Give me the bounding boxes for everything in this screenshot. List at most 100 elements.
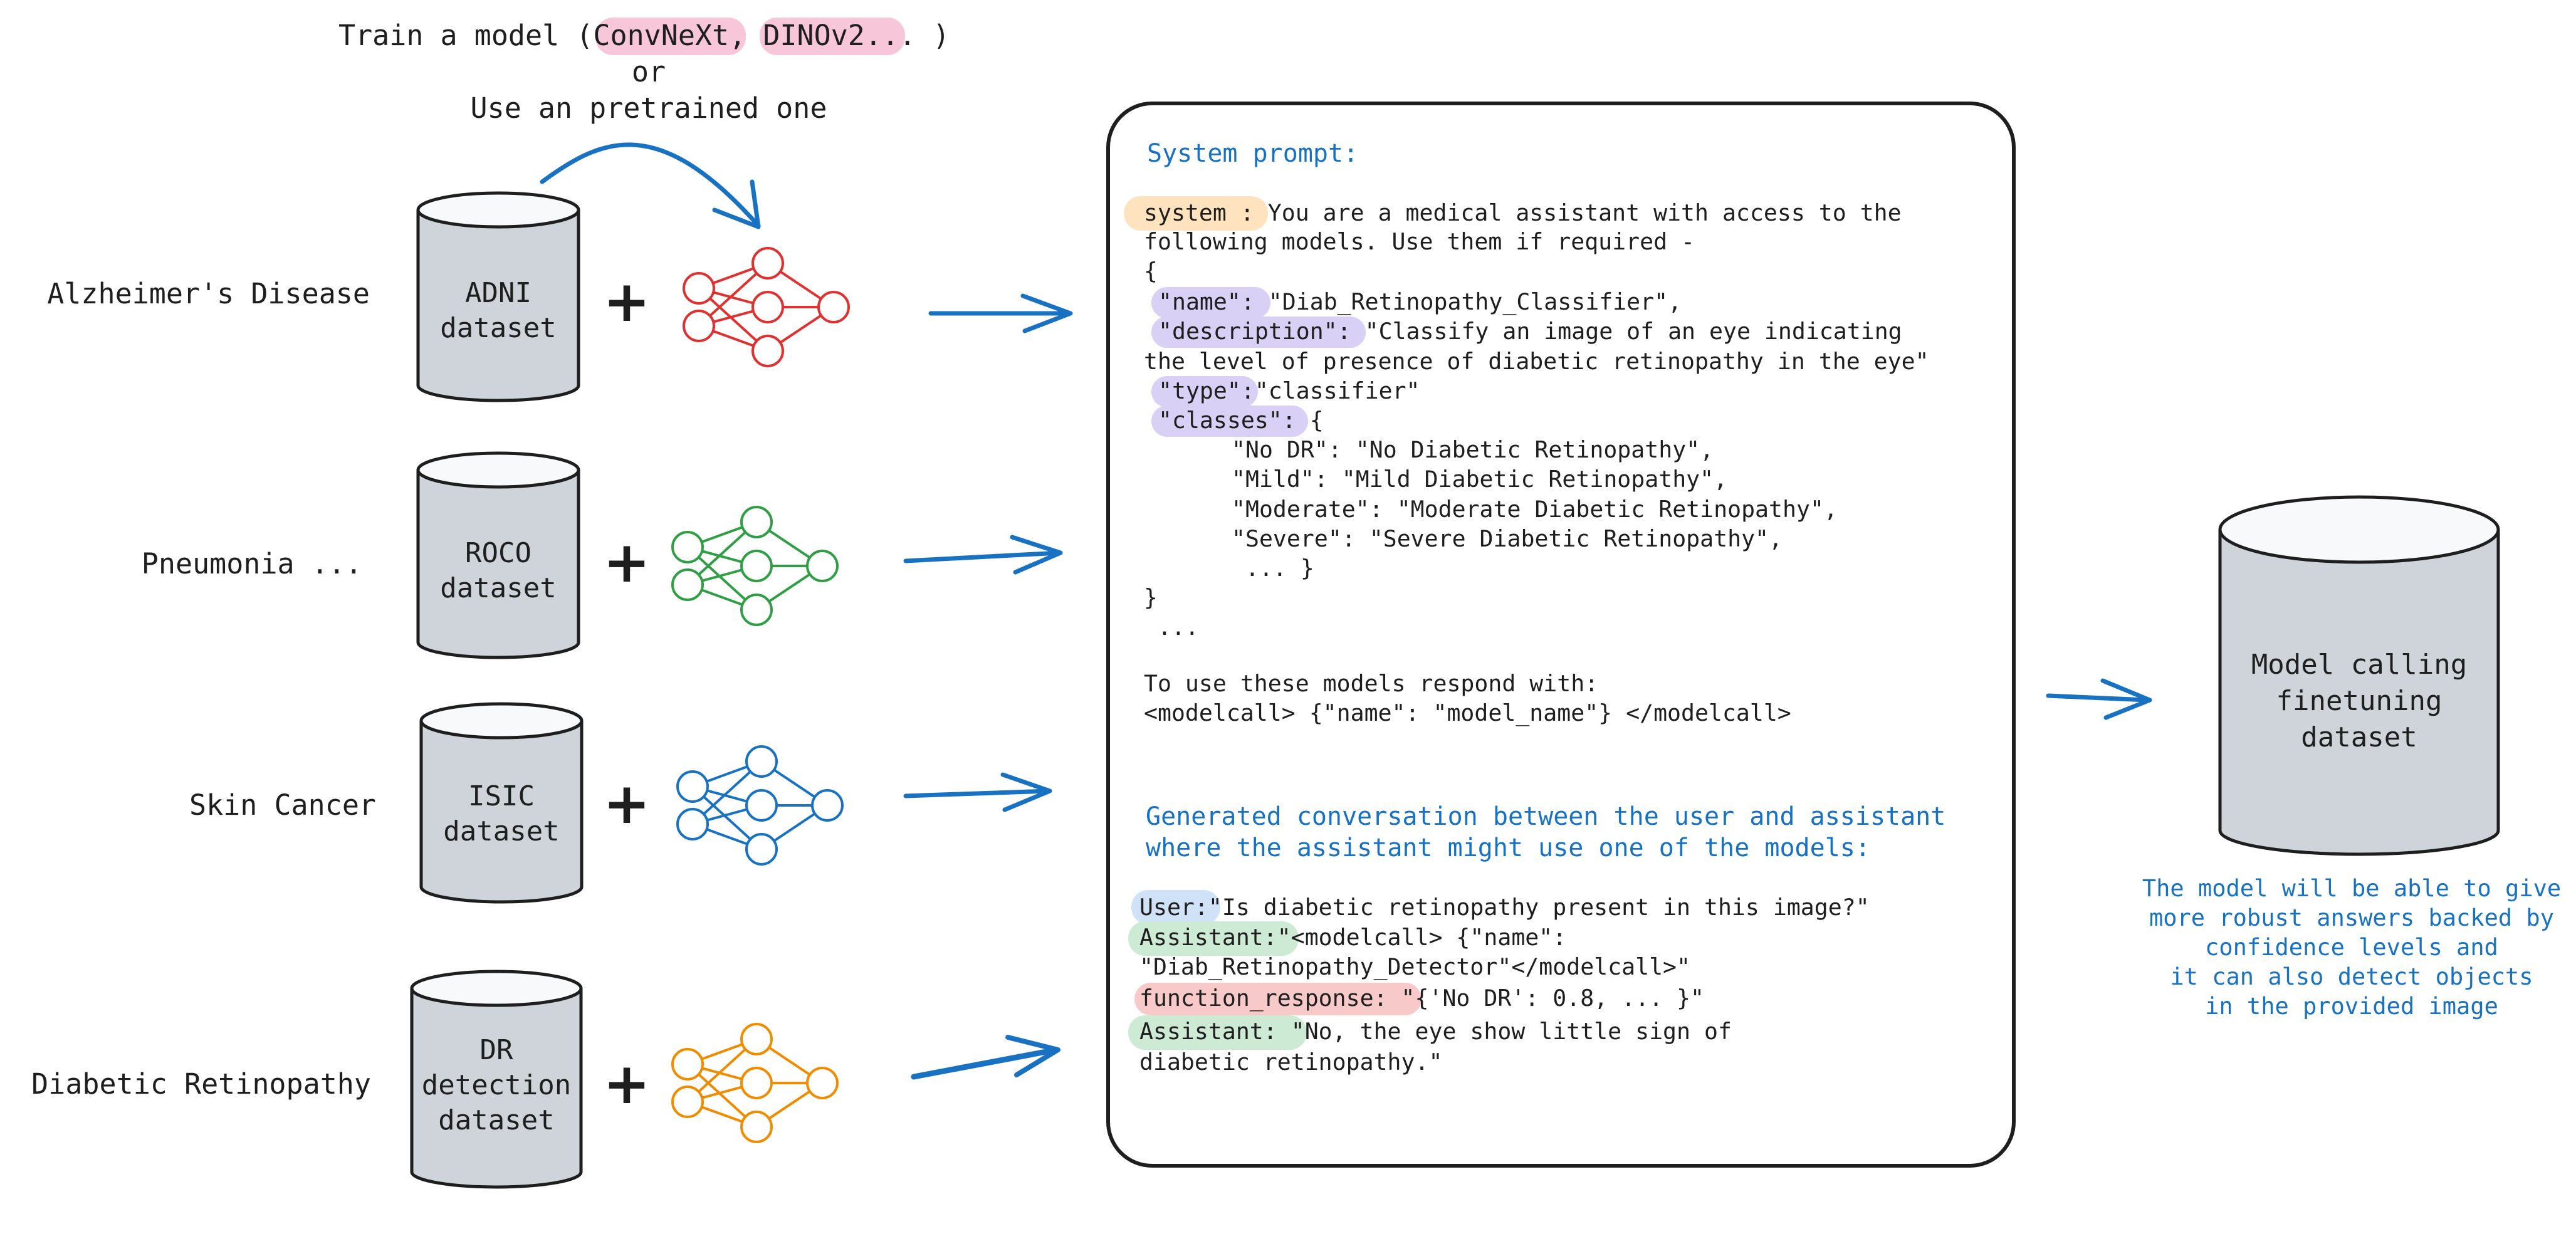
net-node bbox=[745, 833, 778, 866]
prompt-line-system: system : You are a medical assistant wit… bbox=[1144, 199, 1902, 226]
prompt-class-no-dr: "No DR": "No Diabetic Retinopathy", bbox=[1232, 436, 1714, 463]
arrow-row-1-head bbox=[1020, 293, 1073, 333]
plus-sign-2: + bbox=[603, 530, 650, 595]
highlight-description-key bbox=[1151, 317, 1366, 348]
prompt-line-name: "name": "Diab_Retinopathy_Classifier", bbox=[1158, 288, 1682, 316]
conversation-assistant-1: Assistant:"<modelcall> {"name": bbox=[1139, 924, 1566, 951]
conversation-assistant-1-cont: "Diab_Retinopathy_Detector"</modelcall>" bbox=[1139, 953, 1690, 981]
net-node bbox=[740, 1067, 773, 1099]
system-prompt-heading: System prompt: bbox=[1147, 139, 1358, 168]
net-node bbox=[671, 1086, 704, 1118]
prompt-open-brace: { bbox=[1144, 258, 1158, 285]
arrow-row-2-head bbox=[1010, 535, 1063, 575]
output-dataset-cylinder: Model calling finetuning dataset bbox=[2218, 495, 2500, 856]
dataset-label-isic-1: ISIC bbox=[468, 780, 535, 812]
output-dataset-label-3: dataset bbox=[2301, 721, 2417, 753]
train-arrow bbox=[540, 142, 761, 228]
dataset-label-adni-1: ADNI bbox=[465, 277, 531, 309]
highlight-system bbox=[1124, 196, 1268, 231]
train-arrow-head bbox=[712, 179, 761, 229]
dataset-rows: Alzheimer's Disease ADNI dataset + Pneum… bbox=[31, 191, 1073, 1189]
header-line-2: or bbox=[632, 55, 666, 88]
model-convnext: ConvNeXt bbox=[593, 19, 729, 52]
neural-net-icon-blue bbox=[676, 745, 844, 866]
prompt-class-moderate: "Moderate": "Moderate Diabetic Retinopat… bbox=[1232, 496, 1838, 523]
arrow-row-4-head bbox=[1005, 1035, 1060, 1077]
prompt-line-2: following models. Use them if required - bbox=[1144, 228, 1695, 255]
net-node bbox=[740, 594, 773, 626]
prompt-close-brace: } bbox=[1144, 584, 1158, 611]
highlight-assistant-1 bbox=[1128, 921, 1299, 956]
prompt-line-classes: "classes": { bbox=[1158, 407, 1324, 434]
net-node bbox=[751, 335, 784, 367]
disease-label-alzheimers: Alzheimer's Disease bbox=[47, 277, 370, 310]
prompt-ellipsis: ... bbox=[1144, 614, 1199, 641]
net-node bbox=[817, 291, 850, 323]
net-node bbox=[745, 789, 778, 822]
net-node bbox=[745, 745, 778, 778]
highlight-type-key bbox=[1151, 376, 1258, 407]
neural-net-icon-orange bbox=[671, 1023, 839, 1143]
dataset-label-isic-2: dataset bbox=[443, 815, 559, 847]
header-line-1: Train a model (ConvNeXt, DINOv2... ) bbox=[338, 19, 950, 52]
conversation-function-response: function_response: "{'No DR': 0.8, ... }… bbox=[1139, 985, 1704, 1012]
conversation-assistant-2-cont: diabetic retinopathy." bbox=[1139, 1049, 1442, 1075]
arrow-output bbox=[2046, 693, 2149, 703]
dataset-label-adni-2: dataset bbox=[440, 312, 556, 344]
net-node bbox=[751, 247, 784, 280]
output-section: Model calling finetuning dataset The mod… bbox=[2046, 495, 2561, 1020]
net-node bbox=[671, 531, 704, 563]
highlight-user bbox=[1131, 890, 1220, 924]
dataset-label-dr-2: detection bbox=[422, 1069, 571, 1101]
net-node bbox=[806, 1067, 839, 1099]
dataset-label-dr-3: dataset bbox=[438, 1104, 554, 1136]
net-node bbox=[740, 506, 773, 538]
conversation-user: User:"Is diabetic retinopathy present in… bbox=[1139, 894, 1870, 921]
dataset-label-roco-1: ROCO bbox=[465, 537, 531, 569]
net-node bbox=[751, 291, 784, 323]
neural-net-icon-green bbox=[671, 506, 839, 626]
prompt-class-severe: "Severe": "Severe Diabetic Retinopathy", bbox=[1232, 525, 1783, 552]
arrow-row-4 bbox=[911, 1047, 1059, 1080]
net-node bbox=[740, 1023, 773, 1055]
highlight-classes-key bbox=[1151, 406, 1308, 437]
header-line-3: Use an pretrained one bbox=[471, 92, 827, 125]
dataset-label-roco-2: dataset bbox=[440, 572, 556, 604]
highlight-function-response bbox=[1134, 983, 1422, 1015]
net-node bbox=[676, 808, 709, 840]
net-node bbox=[671, 568, 704, 601]
net-node bbox=[740, 550, 773, 582]
arrow-row-2 bbox=[903, 550, 1062, 563]
arrow-output-head bbox=[2100, 678, 2152, 720]
net-node bbox=[811, 789, 844, 822]
highlight-convnext bbox=[595, 18, 746, 55]
conversation-heading-2: where the assistant might use one of the… bbox=[1146, 834, 1870, 862]
output-dataset-label-2: finetuning bbox=[2276, 685, 2442, 717]
net-node bbox=[683, 272, 715, 305]
dataset-cylinder-dr: DR detection dataset bbox=[410, 970, 583, 1189]
net-node bbox=[676, 770, 709, 803]
conversation-assistant-2: Assistant: "No, the eye show little sign… bbox=[1139, 1018, 1732, 1045]
prompt-classes-end: ... } bbox=[1232, 555, 1314, 582]
highlight-dinov2 bbox=[760, 18, 905, 55]
output-note-line-4: it can also detect objects bbox=[2170, 963, 2533, 990]
arrow-row-3-head bbox=[1000, 772, 1052, 812]
prompt-line-type: "type":"classifier" bbox=[1158, 377, 1420, 404]
disease-label-pneumonia: Pneumonia ... bbox=[142, 547, 362, 580]
plus-sign-3: + bbox=[603, 771, 650, 837]
plus-sign-4: + bbox=[603, 1051, 650, 1117]
prompt-class-mild: "Mild": "Mild Diabetic Retinopathy", bbox=[1232, 466, 1727, 493]
output-note-line-3: confidence levels and bbox=[2205, 934, 2498, 961]
dataset-label-dr-1: DR bbox=[480, 1034, 513, 1066]
prompt-use-line-2: <modelcall> {"name": "model_name"} </mod… bbox=[1144, 699, 1791, 727]
disease-label-skin-cancer: Skin Cancer bbox=[189, 788, 376, 822]
net-node bbox=[806, 550, 839, 582]
output-note-line-5: in the provided image bbox=[2205, 993, 2498, 1020]
header-annotation: Train a model (ConvNeXt, DINOv2... ) or … bbox=[338, 18, 950, 229]
prompt-line-description-cont: the level of presence of diabetic retino… bbox=[1144, 348, 1929, 375]
net-node bbox=[683, 310, 715, 342]
neural-net-icon-red bbox=[683, 247, 850, 367]
dataset-cylinder-adni: ADNI dataset bbox=[416, 191, 580, 402]
highlight-assistant-2 bbox=[1128, 1015, 1307, 1050]
dataset-cylinder-isic: ISIC dataset bbox=[419, 702, 584, 904]
